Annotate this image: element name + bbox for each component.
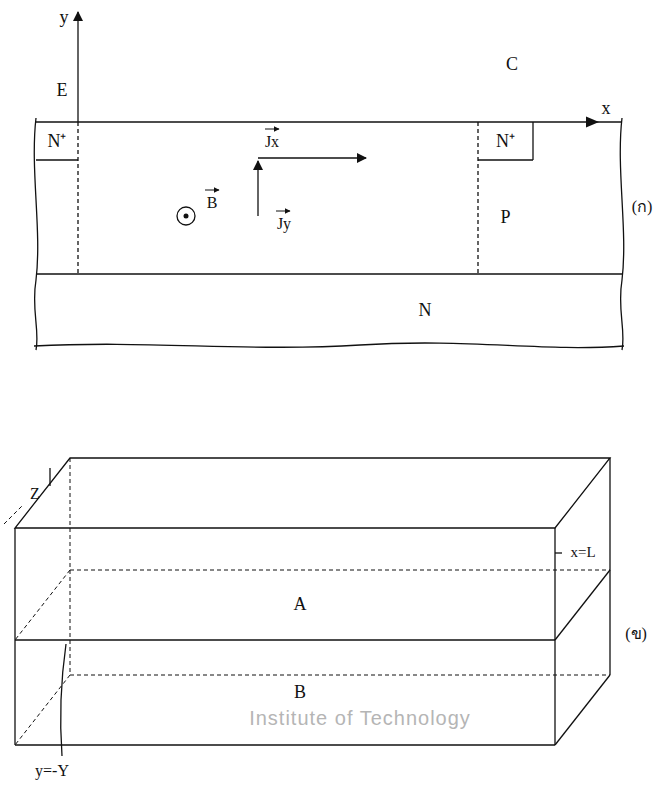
region-boundary	[36, 159, 78, 160]
field-symbol	[177, 207, 195, 225]
current-arrow	[257, 161, 258, 216]
hidden-edge	[70, 675, 610, 676]
block-edge	[554, 528, 555, 745]
region-label: N⁺	[48, 131, 67, 152]
y-axis	[77, 12, 78, 122]
region-boundary	[77, 122, 78, 274]
symbol-label: (ข)	[625, 625, 647, 643]
break-edge	[34, 343, 624, 348]
leader-line	[555, 552, 562, 553]
hidden-edge	[15, 570, 70, 640]
doped-region: N⁺	[480, 124, 531, 158]
hidden-edge	[70, 458, 71, 675]
hidden-edge	[70, 570, 610, 571]
region-boundary	[477, 122, 478, 274]
symbol-label: A	[294, 594, 307, 615]
symbol-label: Jy	[277, 215, 291, 233]
break-edge	[34, 118, 37, 350]
symbol-label: B	[294, 682, 306, 703]
symbol-label: x=L	[570, 544, 595, 561]
watermark: Institute of Technology	[249, 707, 471, 730]
current-arrow	[258, 157, 366, 158]
junction-line	[36, 273, 622, 274]
z-axis	[4, 506, 22, 524]
z-axis-tick	[49, 468, 50, 486]
region-label: P	[500, 207, 510, 228]
symbol-label: (ก)	[632, 198, 653, 216]
field-symbol-dot	[184, 214, 189, 219]
layer-boundary	[15, 639, 555, 640]
vector-mark	[205, 190, 219, 191]
symbol-label: x	[602, 98, 611, 119]
block-edge	[609, 458, 610, 675]
x-axis-head	[586, 117, 599, 128]
block-edge	[14, 528, 15, 745]
symbol-label: C	[506, 54, 518, 75]
vector-mark	[276, 211, 290, 212]
symbol-label: y=-Y	[35, 762, 69, 780]
symbol-label: y	[60, 7, 69, 28]
region-label: N	[419, 300, 432, 321]
region-boundary	[478, 159, 533, 160]
leader-line	[61, 644, 66, 756]
symbol-label: Z	[30, 485, 40, 503]
symbol-label: B	[207, 194, 218, 212]
region-label: N⁺	[496, 131, 515, 152]
doped-region: P	[480, 162, 531, 272]
block-top-face	[15, 458, 610, 528]
symbol-label: Jx	[265, 133, 279, 151]
region-boundary	[532, 122, 533, 160]
doped-region: N	[385, 290, 465, 330]
block-edge	[15, 744, 555, 745]
top-surface	[36, 121, 622, 122]
layer-boundary	[555, 570, 610, 640]
break-edge	[620, 118, 623, 350]
doped-region: N⁺	[38, 124, 76, 158]
vector-mark	[265, 129, 279, 130]
block-edge	[555, 675, 610, 745]
symbol-label: E	[57, 80, 68, 101]
